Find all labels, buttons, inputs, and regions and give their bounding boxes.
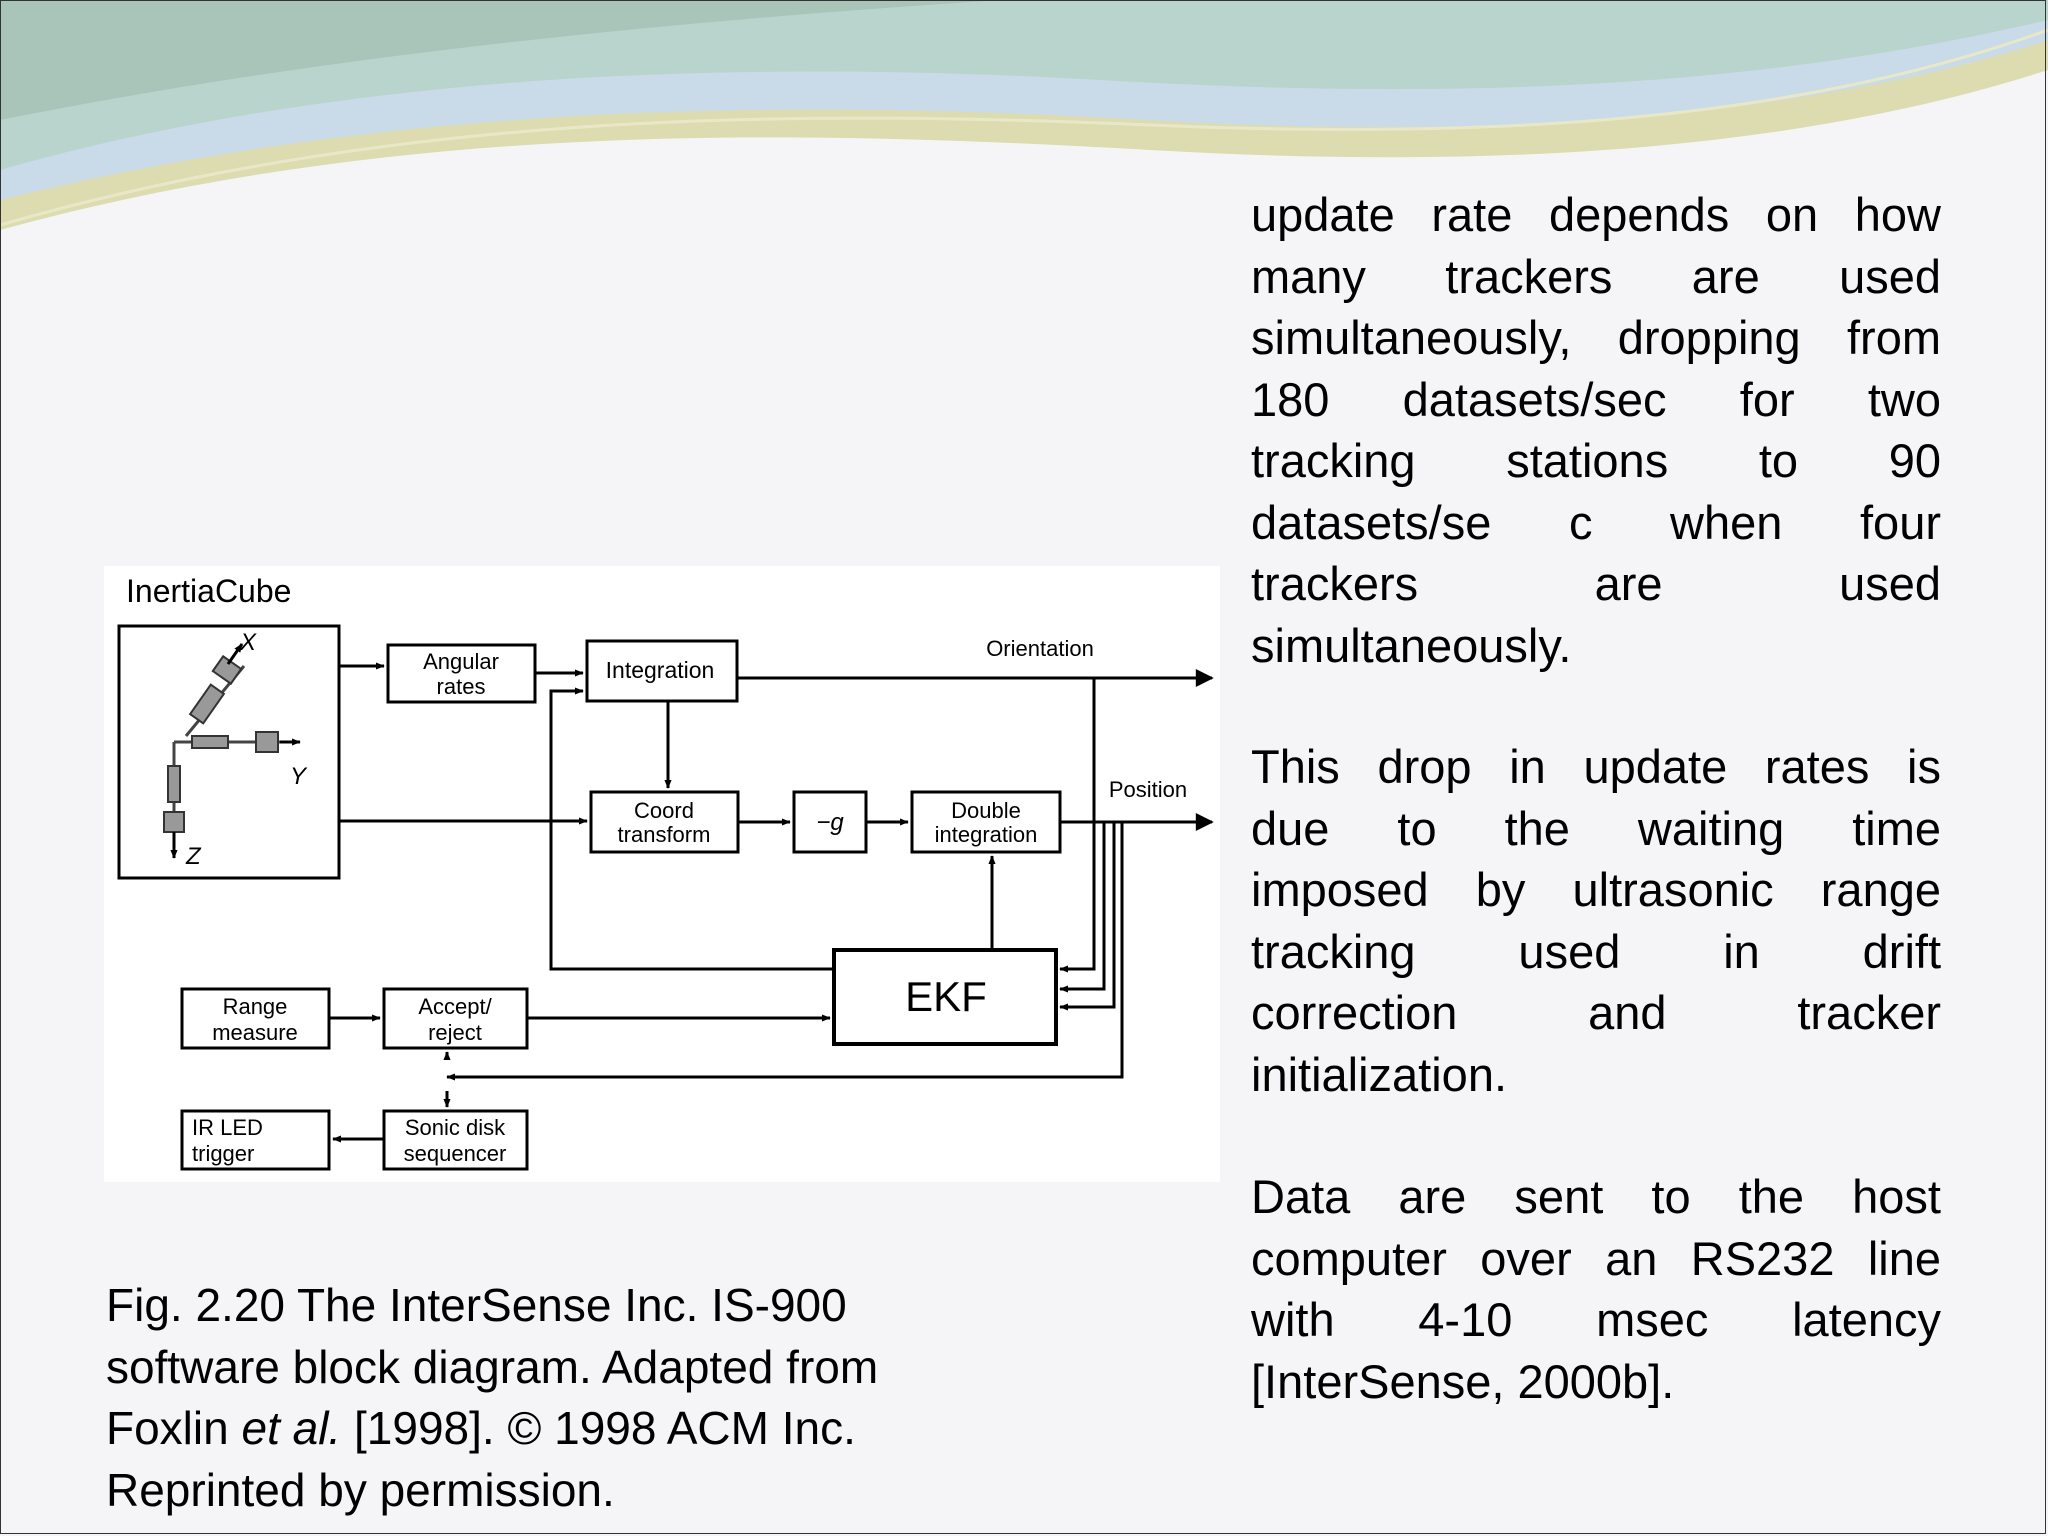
axis-y-label: Y: [290, 763, 308, 790]
inertia-cube-box: [117, 624, 341, 880]
text-line: imposed by ultrasonic range: [1251, 863, 1941, 916]
paragraph-data-transfer: Data are sent to the host computer over …: [1251, 1166, 1941, 1412]
ir-led-trigger-block: IR LED trigger: [180, 1109, 331, 1171]
swoosh-gray: [0, 0, 1000, 120]
block-label: sequencer: [404, 1141, 507, 1166]
axis-z-label: Z: [185, 843, 202, 870]
text-line: [InterSense, 2000b].: [1251, 1354, 1675, 1408]
block-label: rates: [437, 674, 486, 699]
caption-line: software block diagram. Adapted from: [106, 1340, 879, 1393]
caption-author: Foxlin: [106, 1402, 242, 1454]
block-label: Coord: [634, 798, 694, 823]
caption-line: Fig. 2.20 The InterSense Inc. IS-900: [106, 1279, 847, 1331]
text-line: due to the waiting time: [1251, 801, 1941, 855]
paragraph-drop-in-rates: This drop in update rates is due to the …: [1251, 736, 1941, 1105]
text-line: correction and tracker: [1251, 986, 1941, 1039]
block-diagram: InertiaCube X Y Z Angular rates Integrat…: [104, 566, 1220, 1182]
ekf-block: EKF: [832, 948, 1058, 1046]
coord-transform-block: Coord transform: [589, 790, 740, 854]
caption-line: Reprinted by permission.: [106, 1463, 615, 1516]
diagram-connections: [329, 662, 1214, 1143]
caption-line: Foxlin et al. [1998]. © 1998 ACM Inc.: [106, 1398, 1006, 1460]
block-label: Accept/: [418, 994, 492, 1019]
sonic-disk-sequencer-block: Sonic disk sequencer: [382, 1109, 529, 1171]
block-label: IR LED: [192, 1115, 263, 1140]
text-line: many trackers are used: [1251, 249, 1941, 303]
block-label: Double: [951, 798, 1021, 823]
text-line: tracking stations to 90: [1251, 434, 1941, 487]
text-line: computer over an RS232 line: [1251, 1231, 1941, 1285]
double-integration-block: Double integration: [910, 790, 1062, 854]
block-label: EKF: [905, 973, 987, 1020]
range-measure-block: Range measure: [180, 987, 331, 1050]
position-output-label: Position: [1109, 777, 1187, 802]
text-line: trackers are used: [1251, 557, 1941, 610]
block-label: Integration: [606, 657, 715, 683]
swoosh-line: [0, 28, 2048, 227]
text-line: tracking used in drift: [1251, 924, 1941, 978]
figure-caption: Fig. 2.20 The InterSense Inc. IS-900 sof…: [106, 1275, 1006, 1521]
inertia-cube-label: InertiaCube: [126, 573, 291, 609]
block-label: measure: [212, 1020, 298, 1045]
block-label: trigger: [192, 1141, 254, 1166]
block-label: Sonic disk: [405, 1115, 506, 1140]
block-label: Angular: [423, 649, 499, 674]
block-label: Range: [223, 994, 288, 1019]
block-label: −g: [816, 809, 844, 836]
integration-block: Integration: [585, 639, 739, 703]
text-line: datasets/se c when four: [1251, 495, 1941, 549]
paragraph-update-rate: update rate depends on how many trackers…: [1251, 184, 1941, 676]
text-line: Data are sent to the host: [1251, 1170, 1941, 1223]
block-label: reject: [428, 1020, 482, 1045]
text-line: update rate depends on how: [1251, 188, 1941, 241]
angular-rates-block: Angular rates: [386, 643, 537, 704]
swoosh-teal: [0, 0, 2048, 170]
caption-et-al: et al.: [241, 1402, 342, 1454]
orientation-output-label: Orientation: [986, 636, 1094, 661]
block-label: transform: [618, 822, 711, 847]
axis-x-label: X: [239, 629, 257, 656]
accept-reject-block: Accept/ reject: [382, 987, 529, 1050]
text-line: This drop in update rates is: [1251, 740, 1941, 793]
text-line: with 4-10 msec latency: [1251, 1293, 1941, 1346]
header-swoosh-decoration: [0, 0, 2048, 230]
text-line: simultaneously, dropping from: [1251, 311, 1941, 364]
sensor-axes-icon: [163, 643, 301, 859]
text-line: simultaneously.: [1251, 618, 1572, 672]
block-label: integration: [935, 822, 1038, 847]
text-line: 180 datasets/sec for two: [1251, 372, 1941, 426]
text-line: initialization.: [1251, 1047, 1508, 1101]
minus-g-block: −g: [792, 790, 868, 854]
caption-year-copyright: [1998]. © 1998 ACM Inc.: [341, 1402, 856, 1454]
